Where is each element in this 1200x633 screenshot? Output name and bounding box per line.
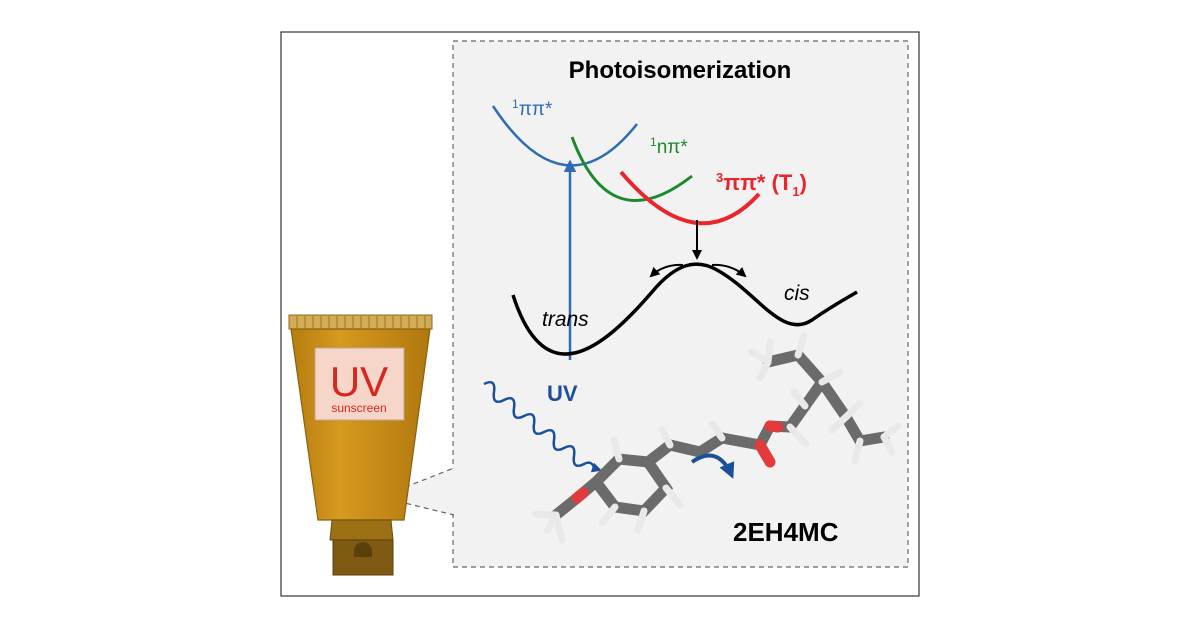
bifurcation-arrow-left xyxy=(649,263,684,278)
label-uv: UV xyxy=(547,381,578,406)
label-cis: cis xyxy=(784,282,810,305)
tube-label-uv: UV xyxy=(330,358,388,405)
label-singlet-npi: 1nπ* xyxy=(650,135,688,158)
tube-crimp xyxy=(288,314,433,330)
callout-box xyxy=(452,40,909,568)
label-triplet-pipi: 3ππ* (T1) xyxy=(716,170,807,199)
label-singlet-pipi: 1ππ* xyxy=(512,97,553,120)
curve-triplet-pipi xyxy=(619,170,761,226)
tube-label-sunscreen: sunscreen xyxy=(331,401,386,415)
diagram-title: Photoisomerization xyxy=(569,57,792,84)
uv-photon-wave xyxy=(483,381,602,473)
tube-neck xyxy=(329,519,394,541)
curve-singlet-npi xyxy=(570,136,693,202)
sunscreen-tube: UV sunscreen xyxy=(288,314,433,576)
label-trans: trans xyxy=(542,308,589,331)
rotation-arrow xyxy=(690,453,735,479)
callout-pointer xyxy=(380,468,454,515)
curve-ground-state xyxy=(511,262,858,356)
outer-frame xyxy=(280,31,920,597)
molecule-name: 2EH4MC xyxy=(733,517,839,547)
bifurcation-arrow-right xyxy=(711,263,747,278)
tube-cap-notch xyxy=(354,542,372,557)
tube-label xyxy=(314,347,405,421)
molecule-2eh4mc xyxy=(532,332,902,544)
